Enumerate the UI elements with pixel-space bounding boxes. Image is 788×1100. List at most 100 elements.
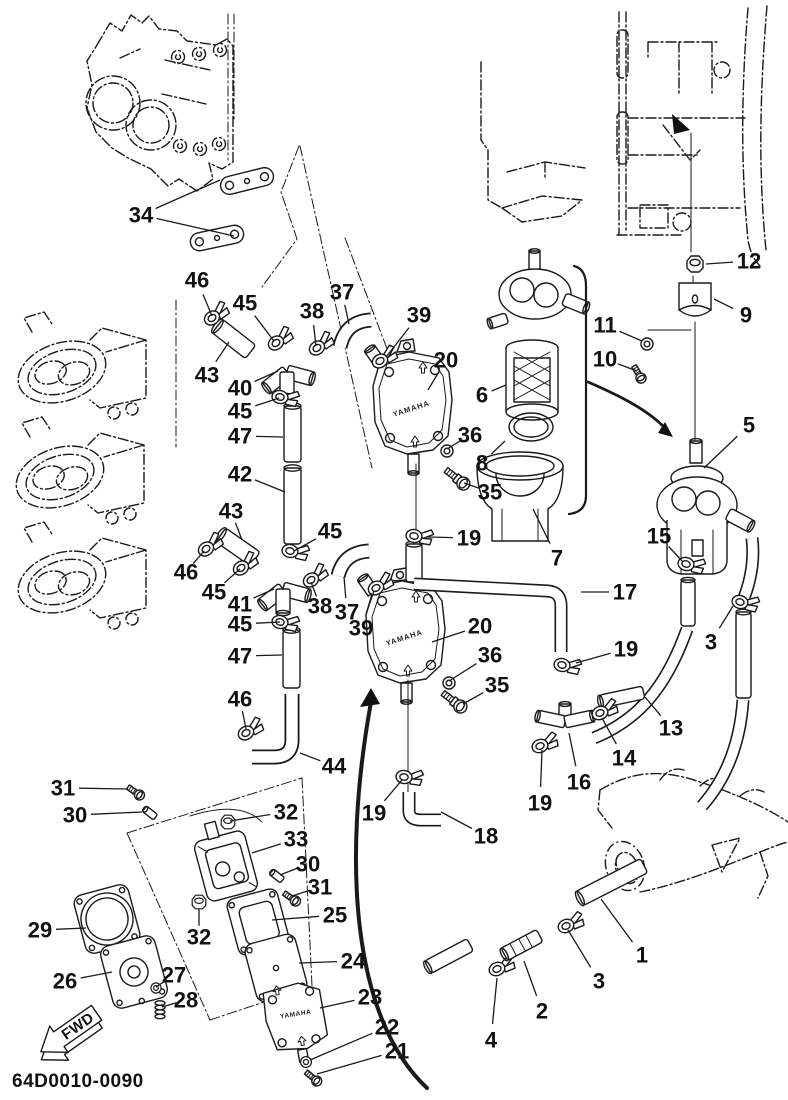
spring-28 — [154, 1000, 166, 1020]
callout-21: 21 — [385, 1039, 409, 1064]
leader-line — [309, 1032, 373, 1061]
leader-line — [161, 1002, 177, 1008]
callout-27: 27 — [162, 963, 186, 988]
callout-43: 43 — [219, 499, 243, 524]
leader-line — [241, 710, 247, 730]
outlet-tube-1 — [405, 540, 423, 583]
callout-5: 5 — [743, 413, 755, 438]
leader-line — [155, 979, 168, 988]
callout-16: 16 — [567, 770, 591, 795]
callout-29: 29 — [28, 918, 52, 943]
leader-line — [299, 752, 321, 762]
screw-31b — [280, 888, 304, 909]
gasket-29 — [73, 884, 141, 954]
callout-25: 25 — [323, 903, 347, 928]
joint-pipe-43a — [210, 318, 256, 359]
leader-line — [713, 298, 734, 310]
callout-22: 22 — [375, 1015, 399, 1040]
callout-20: 20 — [434, 348, 458, 373]
pump-body-33 — [193, 820, 259, 902]
leader-line — [253, 588, 275, 599]
leader-line — [431, 630, 466, 643]
tee-joint-40 — [261, 364, 316, 400]
callout-39: 39 — [349, 616, 373, 641]
callout-45: 45 — [233, 291, 257, 316]
pipe-47b — [282, 629, 301, 689]
leader-line — [427, 371, 440, 391]
leader-line — [383, 779, 403, 802]
callout-36: 36 — [478, 643, 502, 668]
damper-9 — [678, 282, 712, 317]
leader-line — [229, 813, 271, 822]
callout-33: 33 — [284, 827, 308, 852]
leader-line — [491, 977, 498, 1025]
leader-line — [644, 696, 662, 717]
pipe-47a — [283, 405, 302, 463]
leader-line — [55, 927, 87, 930]
leader-line — [80, 971, 113, 979]
tee-joint-16 — [534, 700, 596, 729]
detail-arrow — [586, 380, 666, 429]
callout-44: 44 — [322, 754, 347, 779]
leader-line — [298, 960, 338, 964]
screw-21 — [302, 1067, 325, 1089]
leader-line — [254, 397, 280, 407]
callout-14: 14 — [612, 746, 637, 771]
leader-line — [463, 482, 480, 490]
callout-11: 11 — [593, 313, 616, 338]
leader-line — [319, 999, 355, 1009]
clamp-19b — [552, 653, 584, 677]
leader-line — [575, 652, 611, 664]
leader-line — [619, 330, 643, 342]
leader-line — [90, 811, 143, 815]
leader-line — [251, 843, 281, 854]
install-arrow-head — [360, 688, 380, 707]
callout-13: 13 — [659, 716, 683, 741]
callout-8: 8 — [476, 451, 488, 476]
nut-32b — [191, 894, 207, 910]
callout-28: 28 — [174, 988, 198, 1013]
callout-19: 19 — [457, 526, 481, 551]
tee-joint-41 — [257, 581, 312, 617]
leader-line — [668, 545, 684, 563]
callout-20: 20 — [468, 614, 492, 639]
callout-34: 34 — [129, 203, 154, 228]
callout-42: 42 — [228, 462, 252, 487]
leader-line — [365, 590, 375, 614]
callout-37: 37 — [335, 600, 359, 625]
callout-12: 12 — [737, 249, 761, 274]
leader-line — [291, 889, 309, 897]
leader-line — [254, 479, 286, 493]
callout-35: 35 — [478, 480, 502, 505]
callout-15: 15 — [647, 524, 671, 549]
callout-46: 46 — [174, 560, 198, 585]
linkage-line — [189, 808, 263, 823]
leader-line — [427, 536, 454, 539]
leader-line — [491, 384, 507, 392]
callout-46: 46 — [185, 268, 209, 293]
leader-line — [718, 605, 734, 629]
leader-line — [223, 568, 241, 584]
leader-line — [254, 370, 279, 383]
leader-line — [255, 435, 284, 438]
callout-31: 31 — [308, 875, 332, 900]
leader-line — [567, 929, 592, 968]
leader-line — [255, 654, 283, 657]
pump-brand-label: YAMAHA — [280, 1009, 312, 1021]
leader-line — [523, 960, 538, 997]
leader-line — [385, 327, 410, 358]
bottom-right-fittings — [422, 858, 648, 975]
callout-45: 45 — [202, 580, 226, 605]
leader-line — [532, 508, 551, 544]
nut-12 — [686, 255, 704, 273]
fuel-pump-23 — [262, 982, 329, 1063]
clamp-3b — [554, 909, 587, 936]
diagram-code: 64D0010-0090 — [12, 1071, 144, 1092]
leader-line — [448, 663, 477, 682]
callout-2: 2 — [536, 999, 548, 1024]
right-pipes-hoses — [534, 537, 760, 811]
leader-line — [462, 692, 484, 705]
callout-19: 19 — [614, 637, 638, 662]
